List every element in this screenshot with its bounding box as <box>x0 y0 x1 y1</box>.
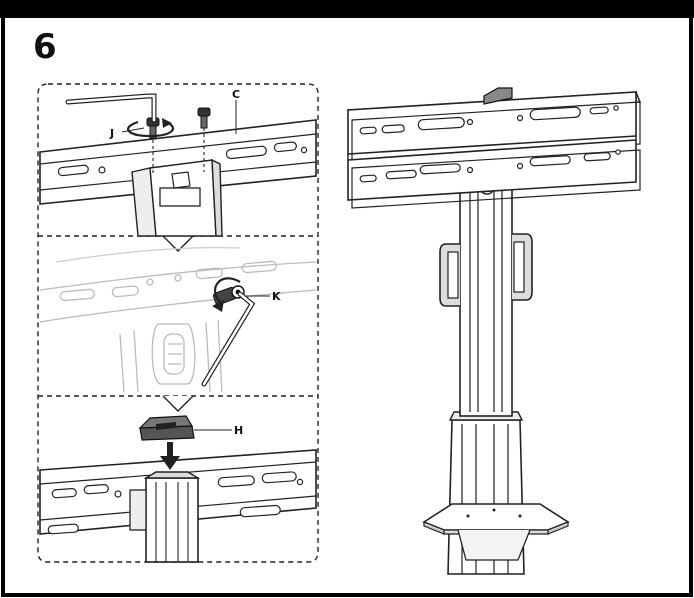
subpanel-tighten-screw: K <box>39 246 317 393</box>
shelf <box>422 503 570 561</box>
rotate-arrow-icon <box>126 118 174 138</box>
detail-panel-border <box>37 83 319 563</box>
panel-pointer-2 <box>162 395 194 412</box>
upper-column <box>459 159 513 417</box>
panel-pointer-1 <box>162 235 194 252</box>
mounting-frame <box>346 87 642 209</box>
label-c: C <box>232 88 240 101</box>
screw-second <box>197 107 211 129</box>
cap-h <box>138 415 195 441</box>
down-arrow-icon <box>160 442 180 470</box>
tv-stand <box>346 87 642 575</box>
label-k: K <box>272 290 281 303</box>
subpanel-install-screws: J C <box>39 88 317 237</box>
label-h: H <box>234 424 243 437</box>
column-top <box>145 477 199 563</box>
label-j: J <box>109 127 114 140</box>
rotate-arrow-icon <box>214 277 241 305</box>
subpanel-place-cap: H <box>39 415 317 563</box>
step-number: 6 <box>33 27 57 67</box>
